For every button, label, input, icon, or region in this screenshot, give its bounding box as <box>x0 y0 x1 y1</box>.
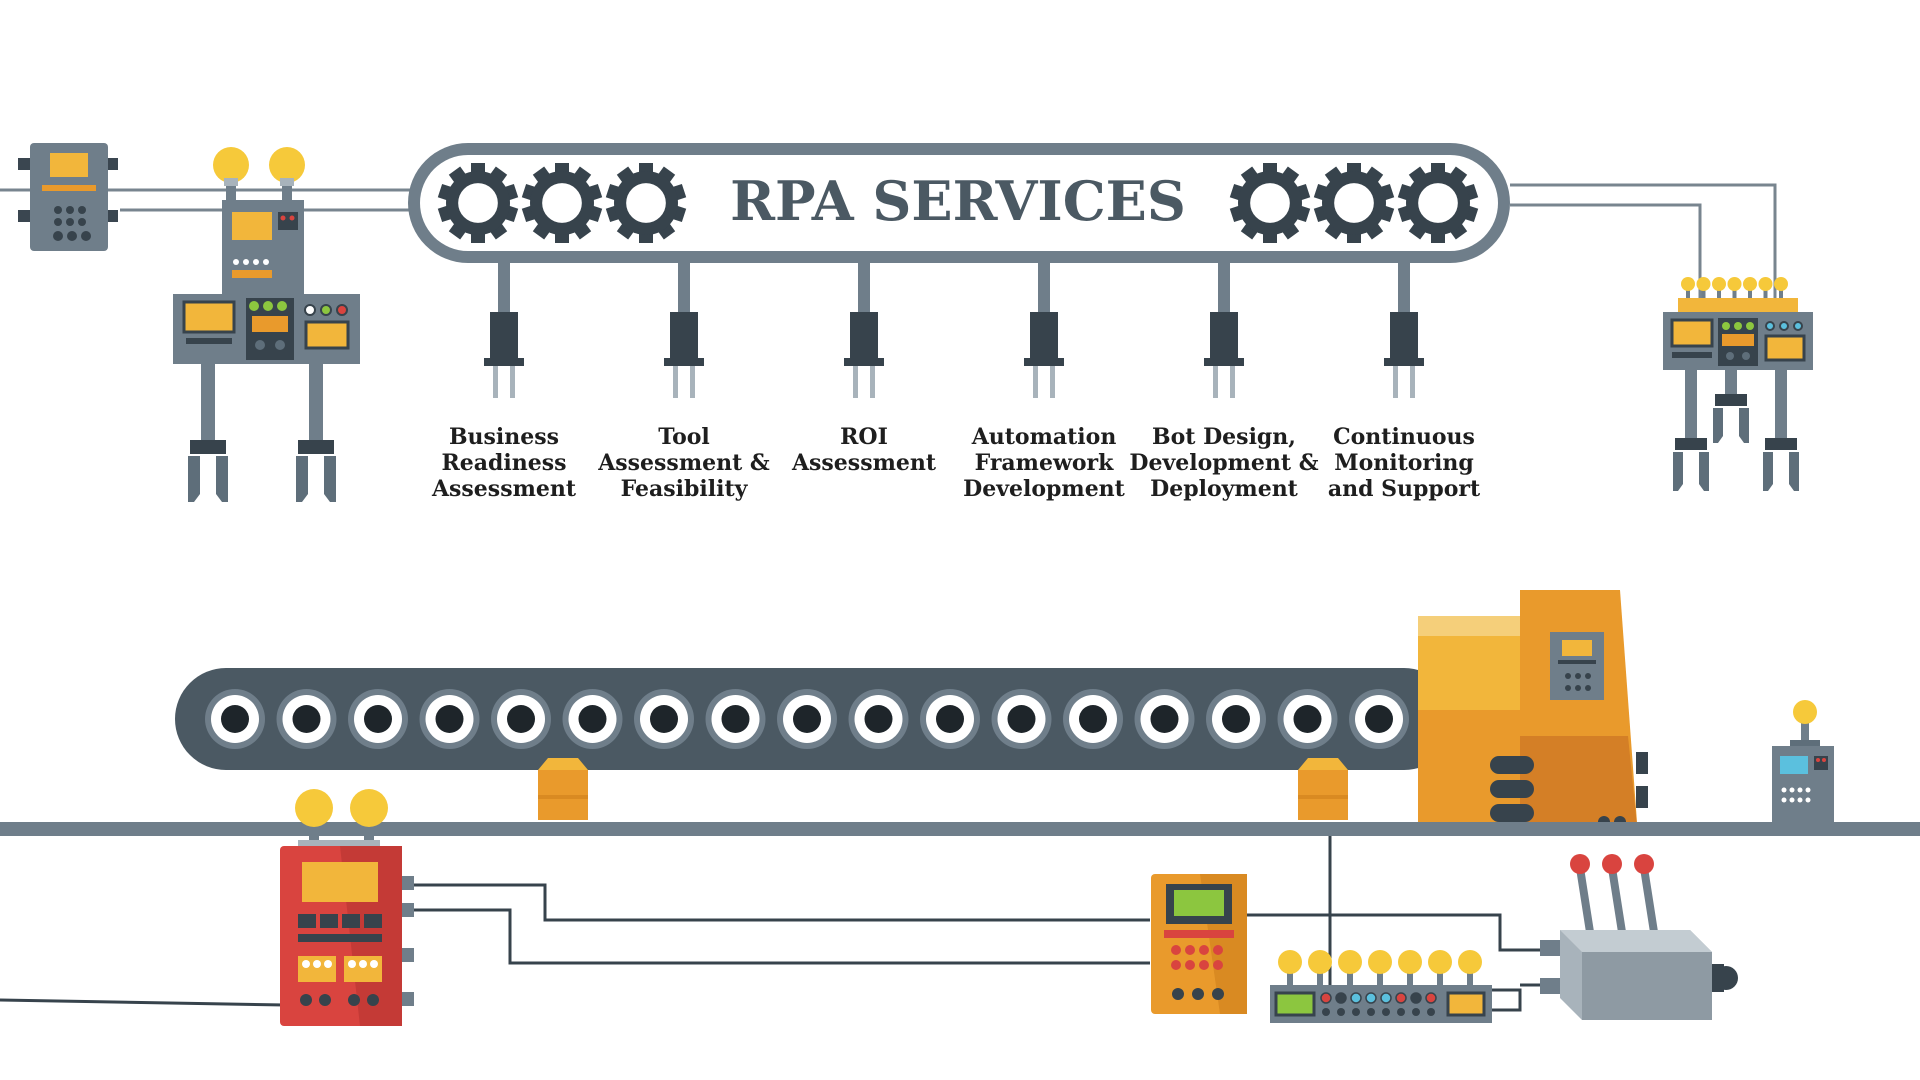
bulb-icon <box>295 789 333 827</box>
bulb-icon <box>1712 277 1726 291</box>
plug-icon <box>1024 263 1064 398</box>
roller-icon <box>1277 689 1338 749</box>
roller-icon <box>276 689 337 749</box>
roller-icon <box>1206 689 1266 749</box>
bulb-icon <box>1696 277 1711 291</box>
bulb-icon <box>1338 950 1362 974</box>
service-label-roi-assessment: ROI Assessment <box>791 424 937 476</box>
bulb-icon <box>1458 950 1482 974</box>
bulb-icon <box>1428 950 1452 974</box>
gear-icon <box>1313 163 1395 243</box>
gear-row <box>437 163 1479 243</box>
bulb-icon <box>1774 277 1788 291</box>
plug-icon <box>844 263 884 398</box>
roller-icon <box>205 689 265 749</box>
roller-icon <box>562 689 623 749</box>
roller-icon <box>1349 689 1409 749</box>
roller-icon <box>705 689 766 749</box>
control-box-left <box>18 143 118 251</box>
box-icon <box>1298 758 1348 820</box>
roller-icon <box>777 689 837 749</box>
service-label-automation-framework: Automation Framework Development <box>963 424 1125 502</box>
factory-floor <box>0 822 1920 836</box>
service-label-business-readiness: Business Readiness Assessment <box>431 424 577 502</box>
small-control-unit <box>1772 700 1834 822</box>
plug-icon <box>664 263 704 398</box>
bulb-icon <box>1278 950 1302 974</box>
plug-icon <box>484 263 524 398</box>
conveyor-belt <box>175 668 1455 770</box>
gear-icon <box>437 163 519 243</box>
roller-row <box>205 689 1409 749</box>
claw-icon <box>1713 394 1749 443</box>
roller-icon <box>491 689 551 749</box>
orange-control-panel <box>1151 874 1247 1014</box>
plug-icon <box>1384 263 1424 398</box>
bulb-icon <box>1758 277 1773 291</box>
bulb-icon <box>1743 277 1757 291</box>
bulb-icon <box>350 789 388 827</box>
robot-arm-right <box>1663 277 1813 491</box>
bulb-icon <box>1681 277 1695 291</box>
service-plugs <box>484 263 1424 398</box>
bulb-icon <box>1368 950 1392 974</box>
roller-icon <box>634 689 694 749</box>
roller-icon <box>920 689 980 749</box>
roller-icon <box>1063 689 1123 749</box>
roller-icon <box>848 689 909 749</box>
service-label-continuous-monitoring: Continuous Monitoring and Support <box>1327 424 1481 502</box>
service-label-tool-assessment: Tool Assessment & Feasibility <box>598 424 770 502</box>
service-label-bot-design: Bot Design, Development & Deployment <box>1129 424 1319 502</box>
banner-title: RPA SERVICES <box>730 169 1186 233</box>
roller-icon <box>348 689 408 749</box>
roller-icon <box>419 689 480 749</box>
robot-arm-left <box>173 147 360 502</box>
claw-icon <box>188 440 228 502</box>
gear-icon <box>1397 163 1479 243</box>
packing-machine <box>1418 590 1648 836</box>
indicator-board <box>1270 950 1492 1023</box>
bulb-icon <box>269 147 305 183</box>
bulb-icon <box>1308 950 1332 974</box>
roller-icon <box>1134 689 1195 749</box>
claw-icon <box>296 440 336 502</box>
red-control-cabinet <box>280 789 414 1026</box>
bulb-icon <box>1398 950 1422 974</box>
box-icon <box>538 758 588 820</box>
gear-icon <box>521 163 603 243</box>
lever-icon <box>1570 854 1658 933</box>
bulb-icon <box>1793 700 1817 724</box>
services-banner: RPA SERVICES <box>0 143 1777 300</box>
bulb-icon <box>1727 277 1742 291</box>
bulb-icon <box>213 147 249 183</box>
plug-icon <box>1204 263 1244 398</box>
lever-machine <box>1540 854 1738 1020</box>
gear-icon <box>1229 163 1311 243</box>
claw-icon <box>1673 438 1709 491</box>
gear-icon <box>605 163 687 243</box>
claw-icon <box>1763 438 1799 491</box>
roller-icon <box>991 689 1052 749</box>
